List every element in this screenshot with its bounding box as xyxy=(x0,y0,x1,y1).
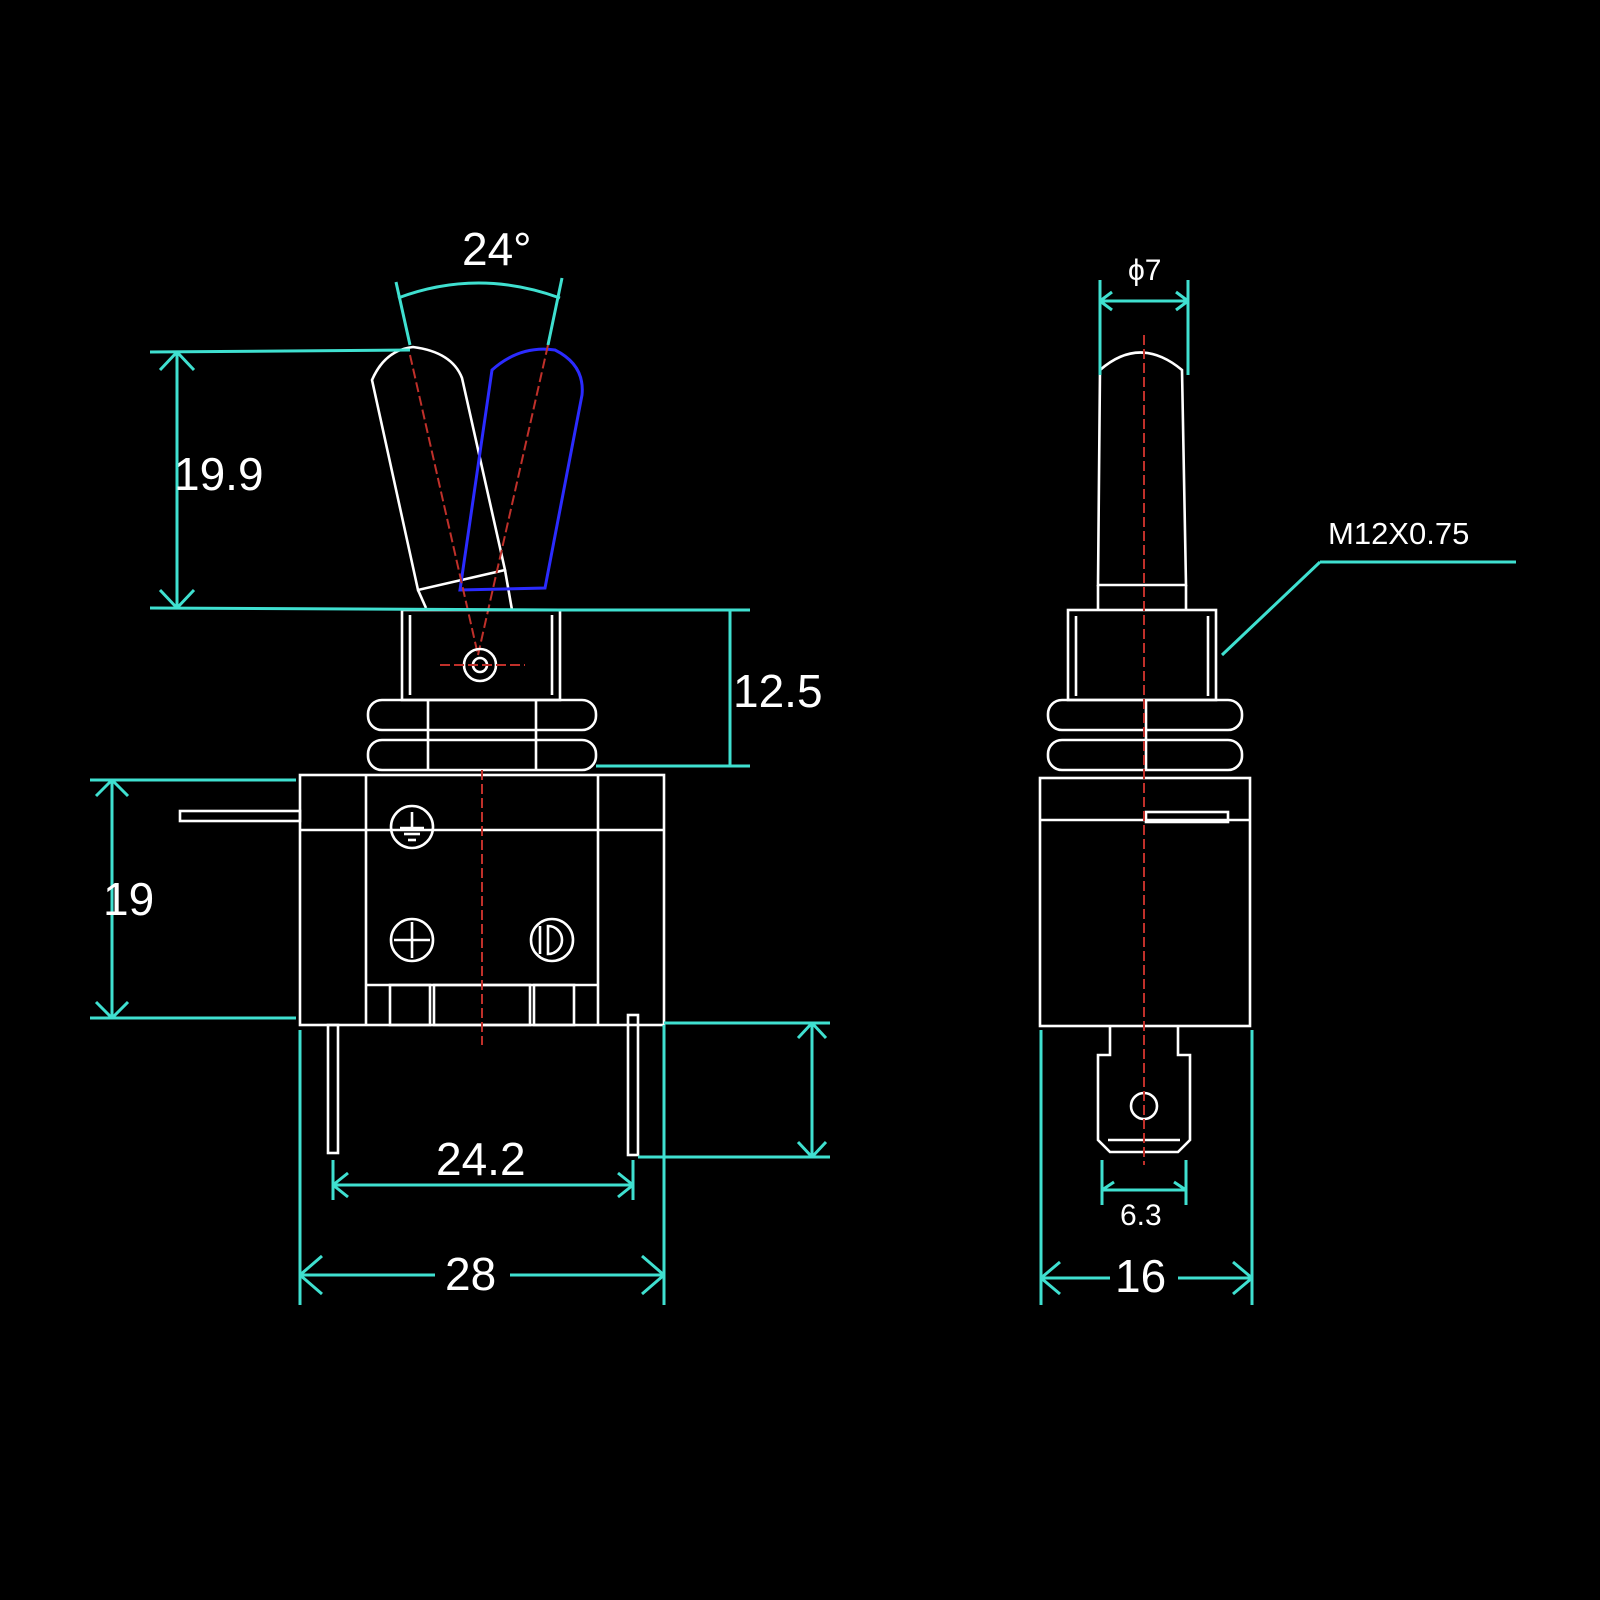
thread-leader xyxy=(1220,560,1516,657)
dimension-label: 24° xyxy=(462,223,532,275)
angle-dimension xyxy=(394,277,564,346)
side-tab xyxy=(178,809,302,823)
lamp-icon xyxy=(529,917,575,963)
side-lever xyxy=(1096,351,1188,610)
ground-icon xyxy=(389,804,435,850)
dimension-label: 28 xyxy=(445,1248,496,1300)
plus-icon xyxy=(389,917,435,963)
bushing-height-dimension xyxy=(560,608,750,768)
terminal-spacing-dimension xyxy=(331,1160,635,1200)
side-view: ϕ7 M12X0.75 6.3 16 xyxy=(1038,254,1516,1305)
terminal-length-dimension xyxy=(638,1021,830,1159)
dimension-label: 12.5 xyxy=(733,665,823,717)
hex-nut xyxy=(366,698,598,772)
terminal-width-dimension xyxy=(1100,1160,1188,1205)
dimension-label: M12X0.75 xyxy=(1328,516,1469,551)
side-bushing xyxy=(1066,608,1218,702)
bushing xyxy=(400,608,562,702)
dimension-label: 6.3 xyxy=(1120,1199,1162,1232)
dimension-label: 19.9 xyxy=(174,448,264,500)
lever-centerline-right xyxy=(477,344,549,656)
lever-centerline-left xyxy=(409,354,479,656)
dimension-label: 16 xyxy=(1115,1250,1166,1302)
lever-right xyxy=(458,347,584,592)
dimension-label: 19 xyxy=(103,873,154,925)
dimension-label: ϕ7 xyxy=(1128,254,1162,287)
front-view: 24° 19.9 12.5 19 xyxy=(90,223,830,1305)
lever-height-dimension xyxy=(149,348,561,612)
body-height-dimension xyxy=(90,778,296,1020)
lever-diameter-dimension xyxy=(1098,280,1190,375)
dimension-label: 24.2 xyxy=(436,1133,526,1185)
terminals xyxy=(326,1013,640,1157)
